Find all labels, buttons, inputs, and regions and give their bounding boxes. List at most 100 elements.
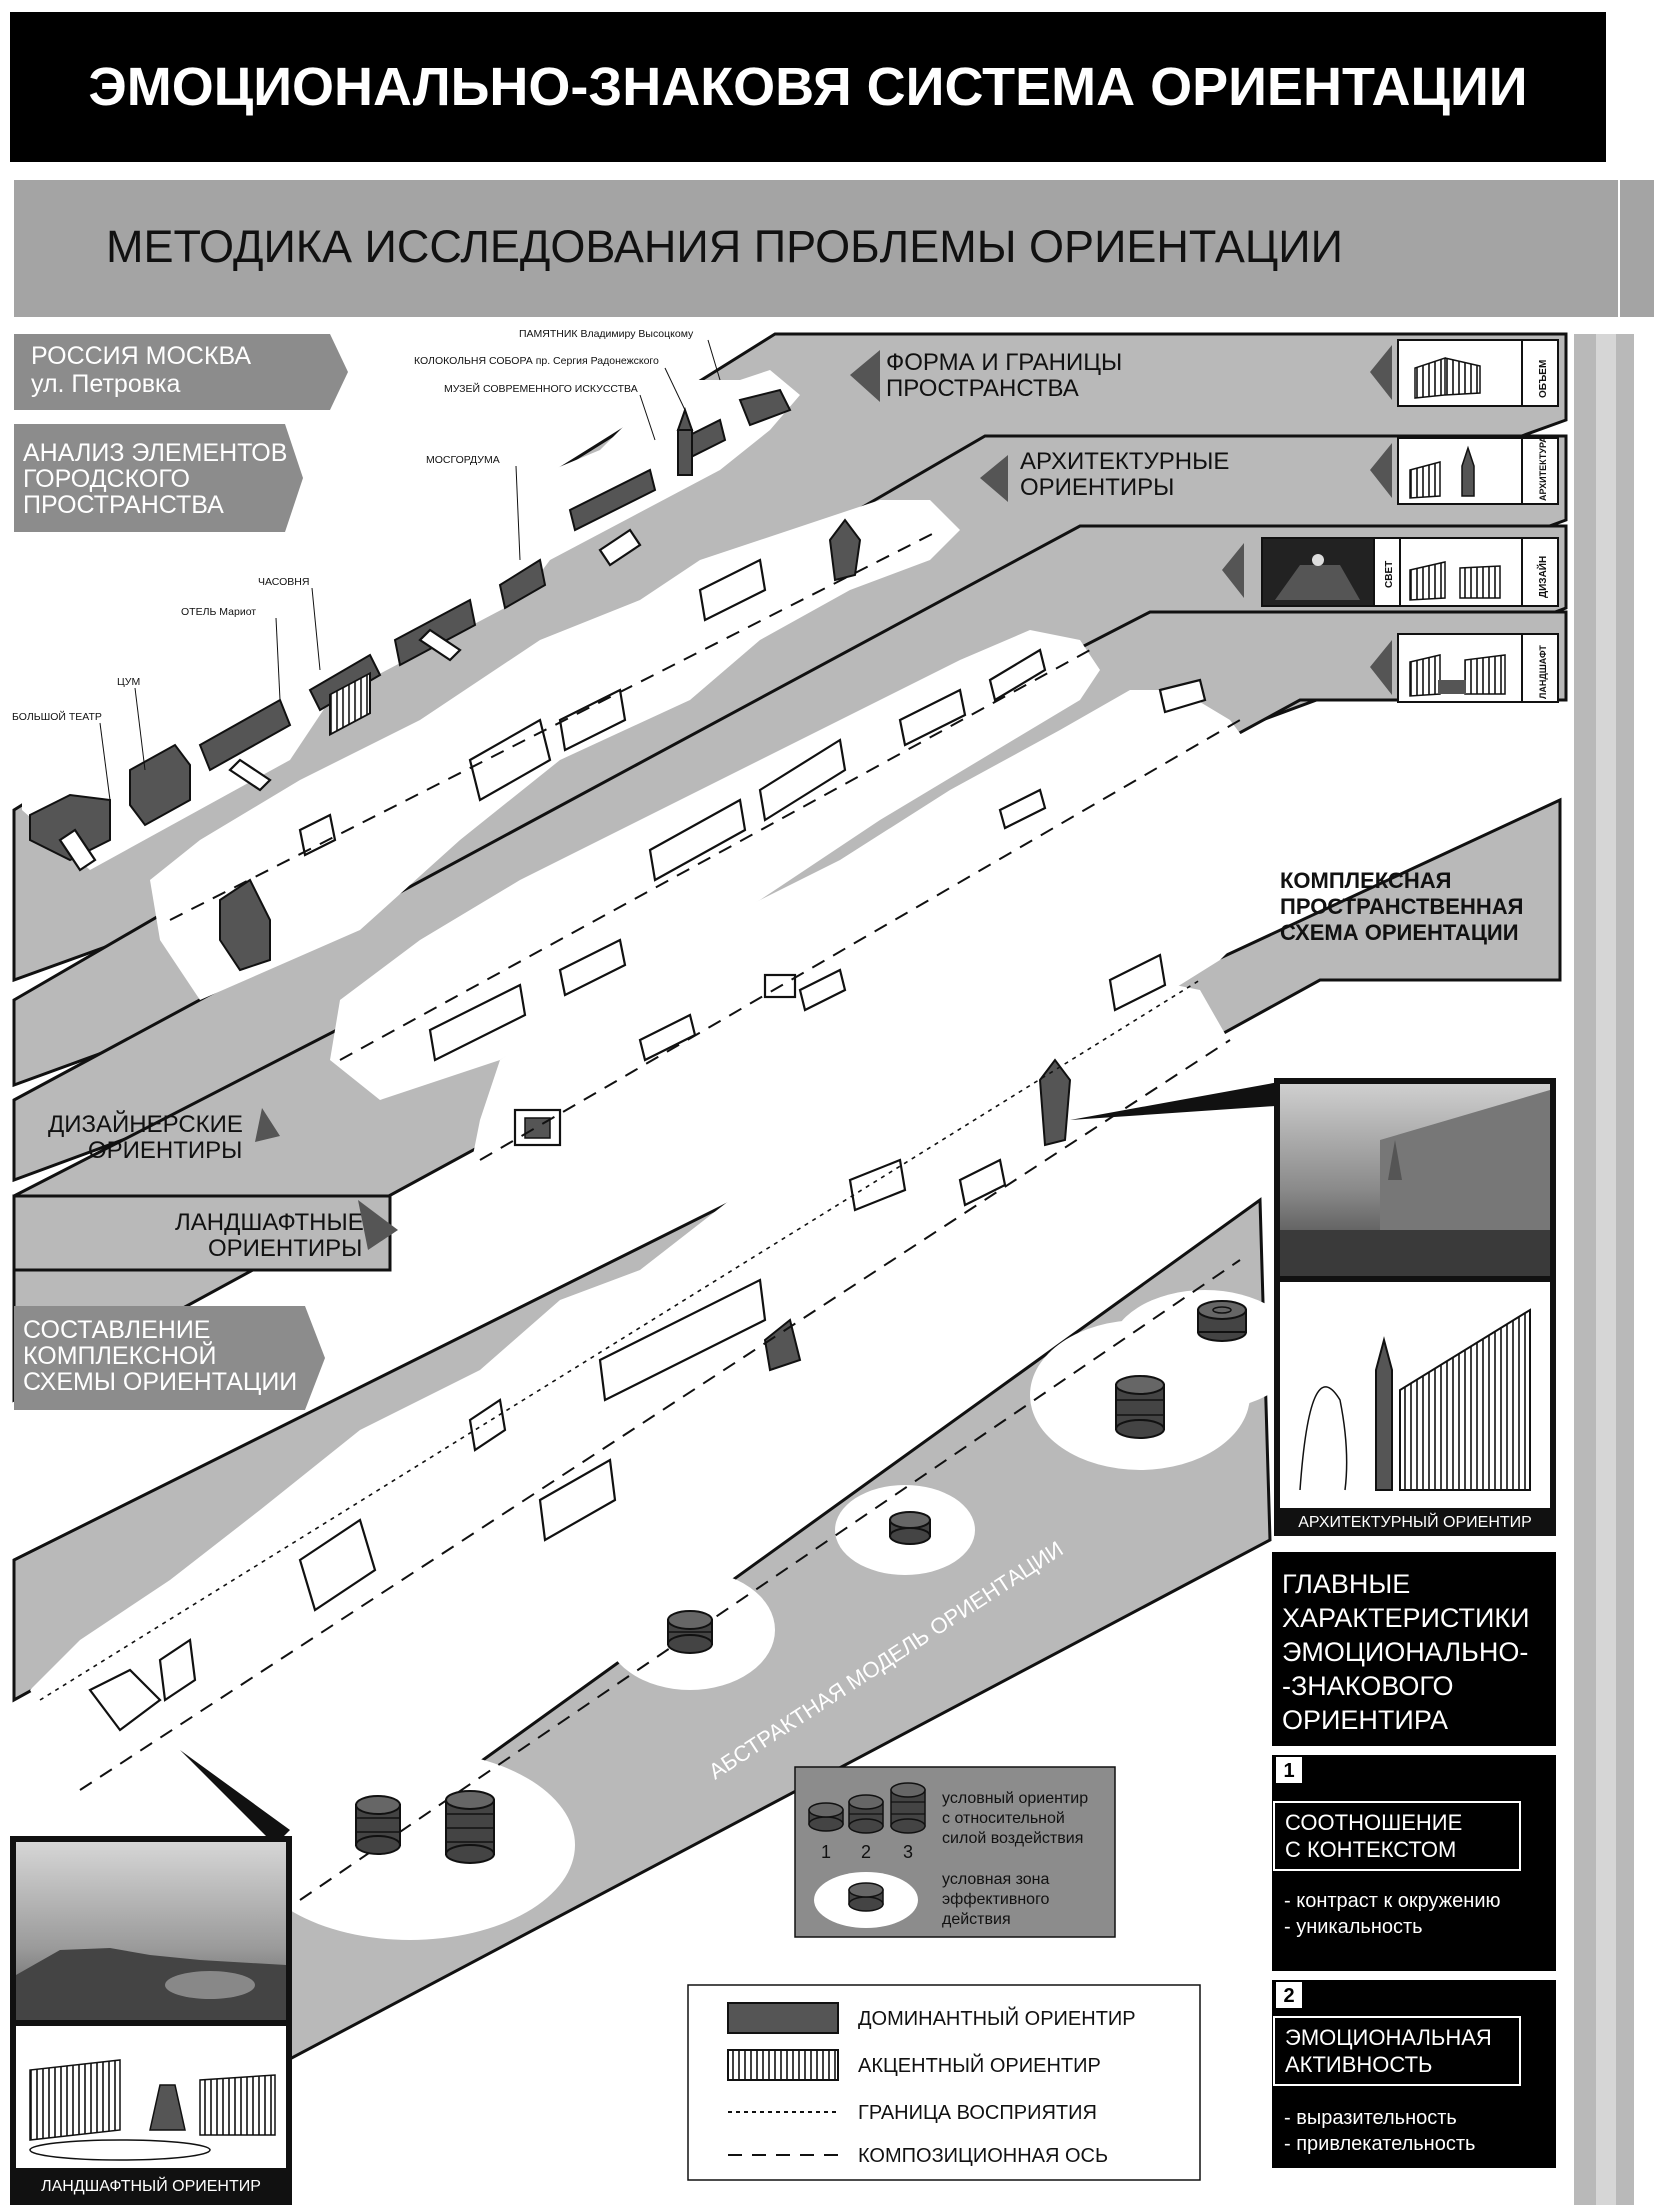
accent-object [998,788,1047,830]
landmark-marker-3 [1115,1375,1165,1439]
analysis-line2: ГОРОДСКОГО [23,465,190,493]
bell-tower-sketch [677,429,693,476]
band1-sketch [29,388,792,872]
light-sketch [1275,565,1360,600]
pointer-to-landscape-photo [180,1750,290,1845]
accent-building [298,813,337,857]
landscape-photo-buildings [16,1948,286,2020]
main-title-line5: ОРИЕНТИРА [1282,1705,1448,1735]
architecture-sketch [1409,461,1441,499]
landmark-marker-2 [355,1795,401,1855]
strength-n2: 2 [861,1842,871,1862]
characteristic-1-title-frame [1273,1801,1521,1871]
leader-line [707,339,721,381]
building-dark [568,468,657,532]
accent-building [538,1458,617,1542]
zone-text-line2: эффективного [942,1891,1050,1908]
composition-axis-band5 [79,1039,1231,1791]
zone-legend-marker [848,1882,884,1912]
accent-building [898,688,967,747]
landscape-tag [12,1194,392,1272]
design-line2: ОРИЕНТИРЫ [88,1137,242,1164]
zone-text-line3: действия [942,1911,1011,1928]
accent-building [468,718,552,802]
leader-line [99,722,111,801]
leader-line [275,617,281,701]
label-monument: ПАМЯТНИК Владимиру Высоцкому [519,328,694,340]
architecture-tab-label: АРХИТЕКТУРА [1538,436,1548,501]
characteristic-1-title-line2: С КОНТЕКСТОМ [1285,1837,1456,1862]
perception-boundary-band5 [39,979,1201,1701]
pointer-to-arch-photo [1070,1080,1290,1120]
characteristic-1-badge [1276,1757,1302,1783]
zone-text-line1: условная зона [942,1871,1049,1888]
legend-accent-swatch [727,2049,839,2081]
characteristic-2-point1: - выразительность [1284,2107,1457,2129]
analysis-tag [14,424,303,532]
thumbnail-strip: ОБЪЕМ АРХИТЕКТУРА СВЕТ ДИЗАЙН ЛАНДШАФТ [1222,339,1559,703]
strength-marker-3 [890,1782,926,1834]
leader-line [134,687,146,771]
compose-line3: СХЕМЫ ОРИЕНТАЦИИ [23,1368,297,1396]
leader-line [515,465,521,561]
volume-sketch [1414,356,1481,399]
landmark-marker-2 [667,1610,713,1654]
legend-dominant-label: ДОМИНАНТНЫЙ ОРИЕНТИР [858,2006,1136,2030]
volume-tab-label: ОБЪЕМ [1538,360,1549,398]
legend-boundary-label: ГРАНИЦА ВОСПРИЯТИЯ [858,2102,1097,2124]
label-bolshoi: БОЛЬШОЙ ТЕАТР [12,710,102,723]
characteristic-2-number: 2 [1283,1985,1294,2007]
light-tab-label: СВЕТ [1384,561,1395,588]
analysis-line1: АНАЛИЗ ЭЛЕМЕНТОВ [23,439,287,467]
page-title: ЭМОЦИОНАЛЬНО-ЗНАКОВЯ СИСТЕМА ОРИЕНТАЦИИ [88,57,1527,117]
landscape-sketch-building [199,2074,276,2136]
legend-accent-label: АКЦЕНТНЫЙ ОРИЕНТИР [858,2053,1101,2077]
architecture-arrow-icon [1370,443,1392,498]
light-arrow-icon [1222,543,1244,598]
characteristic-1-point1: - контраст к окружению [1284,1890,1501,1912]
form-line2: ПРОСТРАНСТВА [886,375,1079,402]
arch-sketch-tree [1299,1386,1348,1491]
band3-sketch [339,648,1091,1062]
strength-marker-1 [808,1802,844,1832]
right-side-strip-inner [1596,334,1616,2205]
compose-line1: СОСТАВЛЕНИЕ [23,1316,210,1344]
label-mosgorduma: МОСГОРДУМА [426,454,500,466]
compose-tag [14,1306,325,1410]
band4-sketch [479,678,1241,1161]
volume-arrow-icon [1370,345,1392,400]
building-outline [468,1398,507,1452]
volume-tab [1521,339,1559,407]
accent-building [558,688,627,752]
landscape-tab [1521,633,1559,703]
architecture-tower [1461,445,1475,497]
accent-building [329,671,371,737]
complex-line1: КОМПЛЕКСНАЯ [1280,868,1451,893]
landscape-photo-fountain [165,1971,255,1999]
landscape-sketch-building [29,2059,121,2141]
location-tag [14,334,348,410]
bell-tower-spire [676,406,694,431]
arch-photo-building [1380,1090,1550,1276]
landscape-sketch [1409,654,1506,697]
label-museum: МУЗЕЙ СОВРЕМЕННОГО ИСКУССТВА [444,382,638,395]
arch-photo-tower [1388,1140,1402,1180]
light-spot [1312,554,1324,566]
characteristic-1-box [1272,1755,1556,1971]
strength-marker-2 [848,1794,884,1834]
accent-building [158,1638,197,1702]
legend-axis-label: КОМПОЗИЦИОННАЯ ОСЬ [858,2145,1108,2167]
accent-object [558,938,627,997]
arch-sketch-tower [1375,1336,1393,1491]
building-dark [738,388,792,427]
accent-object [798,968,847,1012]
landmark-marker-3 [445,1790,495,1864]
landscape-line2: ОРИЕНТИРЫ [208,1235,362,1262]
building-dark [29,793,111,862]
label-hotel: ОТЕЛЬ Мариот [181,606,256,618]
subtitle-bar-end [1620,180,1654,317]
design-tab-label: ДИЗАЙН [1536,556,1549,598]
street-corridor-5 [30,980,1240,1810]
main-title-line2: ХАРАКТЕРИСТИКИ [1282,1603,1530,1633]
main-title-line1: ГЛАВНЫЕ [1282,1569,1410,1599]
